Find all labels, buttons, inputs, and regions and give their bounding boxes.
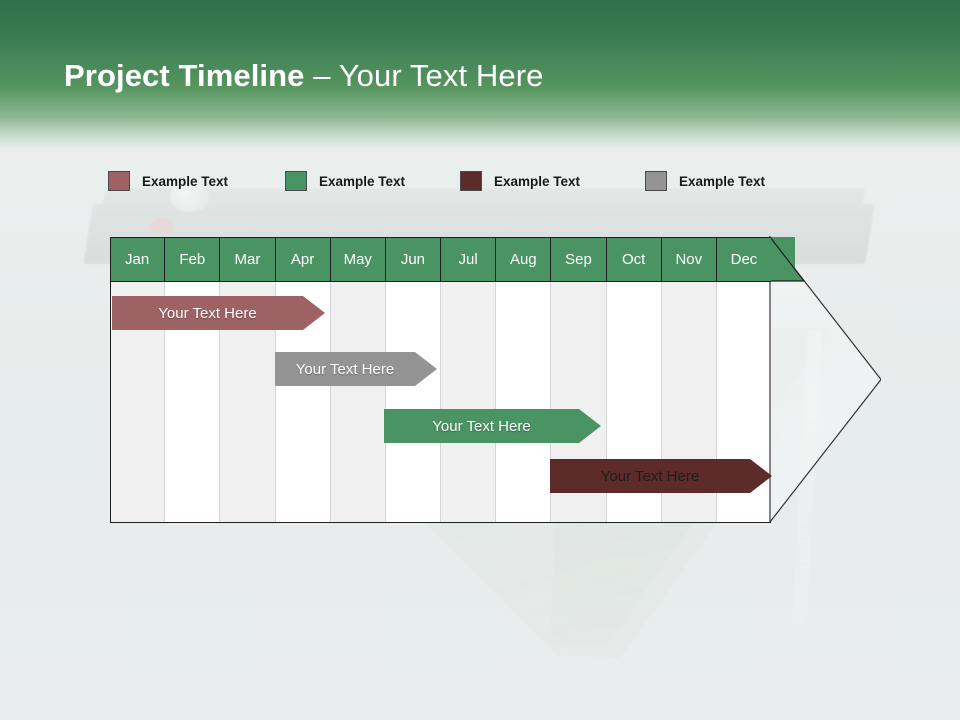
legend-item-1[interactable]: Example Text bbox=[108, 168, 228, 194]
background-photo-knob bbox=[170, 182, 210, 212]
gantt-chart: Jan Feb Mar Apr May Jun Jul Aug Sep Oct … bbox=[110, 236, 881, 523]
grid-column-jul bbox=[441, 282, 497, 523]
month-header-row: Jan Feb Mar Apr May Jun Jul Aug Sep Oct … bbox=[110, 237, 772, 282]
legend-item-2[interactable]: Example Text bbox=[285, 168, 405, 194]
grid-column-aug bbox=[496, 282, 552, 523]
page-title-strong: Project Timeline bbox=[64, 58, 305, 93]
month-header-sep[interactable]: Sep bbox=[551, 237, 607, 282]
task-bar-4[interactable]: Your Text Here bbox=[550, 459, 772, 493]
task-bar-2[interactable]: Your Text Here bbox=[275, 352, 437, 386]
title-banner bbox=[0, 0, 960, 150]
legend-item-label: Example Text bbox=[142, 173, 229, 189]
task-bar-3[interactable]: Your Text Here bbox=[384, 409, 601, 443]
page-title-light: – Your Text Here bbox=[304, 58, 544, 93]
legend-item-label: Example Text bbox=[494, 173, 581, 189]
legend: Example Text Example Text Example Text E… bbox=[108, 168, 808, 194]
task-bar-label: Your Text Here bbox=[432, 417, 531, 435]
month-header-mar[interactable]: Mar bbox=[220, 237, 276, 282]
month-header-nov[interactable]: Nov bbox=[661, 237, 717, 282]
month-header-aug[interactable]: Aug bbox=[496, 237, 552, 282]
month-header-jan[interactable]: Jan bbox=[110, 237, 166, 282]
task-bar-label: Your Text Here bbox=[600, 467, 700, 485]
legend-item-label: Example Text bbox=[319, 173, 406, 189]
month-header-apr[interactable]: Apr bbox=[275, 237, 331, 282]
timeline-arrowhead-icon bbox=[769, 236, 881, 523]
legend-item-4[interactable]: Example Text bbox=[645, 168, 765, 194]
month-header-may[interactable]: May bbox=[330, 237, 386, 282]
month-header-jul[interactable]: Jul bbox=[441, 237, 497, 282]
month-header-dec[interactable]: Dec bbox=[716, 237, 772, 282]
background-photo-accent bbox=[150, 218, 174, 234]
color-swatch-icon bbox=[645, 171, 667, 191]
task-bar-label: Your Text Here bbox=[158, 304, 257, 322]
grid-column-jun bbox=[385, 282, 442, 523]
legend-item-3[interactable]: Example Text bbox=[460, 168, 580, 194]
task-bar-label: Your Text Here bbox=[295, 360, 395, 378]
month-header-oct[interactable]: Oct bbox=[606, 237, 662, 282]
grid-column-may bbox=[330, 282, 386, 523]
legend-item-label: Example Text bbox=[679, 173, 766, 189]
month-header-feb[interactable]: Feb bbox=[165, 237, 221, 282]
month-header-jun[interactable]: Jun bbox=[385, 237, 442, 282]
color-swatch-icon bbox=[460, 171, 482, 191]
color-swatch-icon bbox=[285, 171, 307, 191]
color-swatch-icon bbox=[108, 171, 130, 191]
task-bar-1[interactable]: Your Text Here bbox=[112, 296, 325, 330]
page-title: Project Timeline – Your Text Here bbox=[64, 58, 543, 94]
